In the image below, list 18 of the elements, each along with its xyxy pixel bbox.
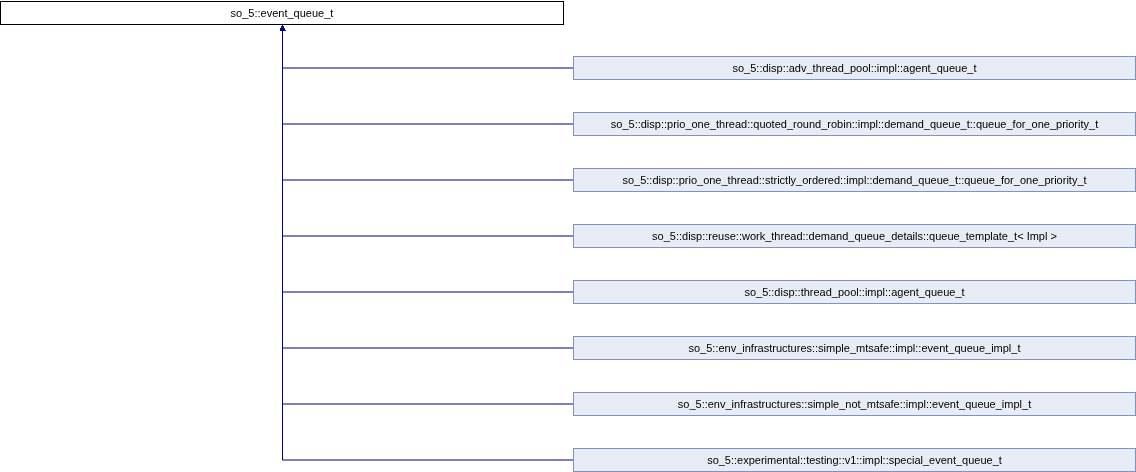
- class-name: so_5::event_queue_t: [230, 7, 334, 19]
- class-box: [573, 56, 1136, 80]
- class-name: so_5::disp::prio_one_thread::strictly_ordered::impl::demand_queue_t::queue_for_one_priority_t: [622, 174, 1087, 186]
- class-name: so_5::disp::thread_pool::impl::agent_queue_t: [744, 286, 965, 298]
- class-name: so_5::disp::adv_thread_pool::impl::agent_queue_t: [732, 62, 977, 74]
- class-box: [573, 336, 1136, 360]
- class-box: [573, 280, 1136, 304]
- class-box: [573, 224, 1136, 248]
- class-name: so_5::disp::reuse::work_thread::demand_queue_details::queue_template_t< Impl >: [652, 230, 1057, 242]
- class-box: [573, 448, 1136, 472]
- class-box: [573, 168, 1136, 192]
- class-box: [573, 112, 1136, 136]
- class-name: so_5::env_infrastructures::simple_mtsafe::impl::event_queue_impl_t: [688, 342, 1021, 354]
- class-name: so_5::disp::prio_one_thread::quoted_round_robin::impl::demand_queue_t::queue_for_one_priority_t: [610, 118, 1099, 130]
- class-name: so_5::env_infrastructures::simple_not_mtsafe::impl::event_queue_impl_t: [677, 398, 1032, 410]
- class-box: [0, 1, 564, 25]
- class-box: [573, 392, 1136, 416]
- class-name: so_5::experimental::testing::v1::impl::special_event_queue_t: [707, 454, 1002, 466]
